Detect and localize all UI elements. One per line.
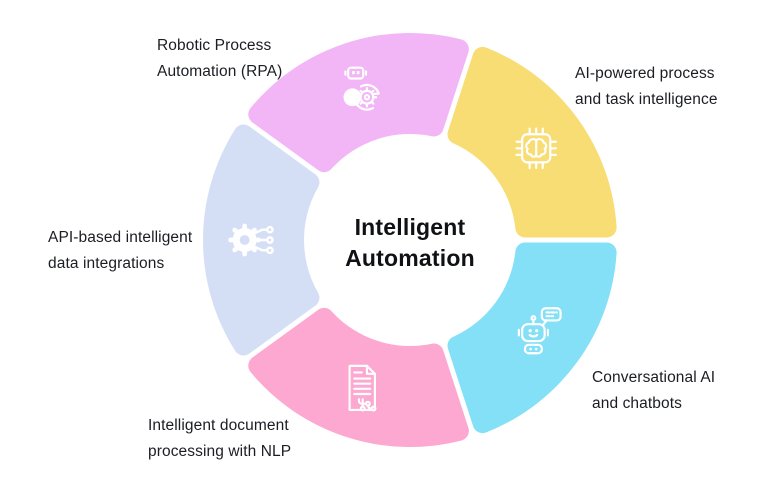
segment-label-ai-line2: and task intelligence bbox=[575, 91, 718, 108]
segment-ai-intelligence bbox=[447, 46, 617, 238]
segment-label-rpa: Robotic Process Automation (RPA) bbox=[157, 33, 282, 85]
center-title-line2: Automation bbox=[345, 245, 475, 271]
segment-document-processing bbox=[248, 307, 469, 448]
segment-conversational-ai bbox=[447, 242, 617, 434]
segment-label-ai-line1: AI-powered process bbox=[575, 65, 715, 82]
segment-label-chat-line1: Conversational AI bbox=[592, 369, 716, 386]
segment-label-rpa-line2: Automation (RPA) bbox=[157, 63, 283, 80]
segment-label-api-line2: data integrations bbox=[48, 255, 165, 272]
center-title-line1: Intelligent bbox=[354, 214, 466, 240]
segment-label-doc-line2: processing with NLP bbox=[148, 443, 292, 460]
segment-label-api-line1: API-based intelligent bbox=[48, 229, 193, 246]
center-title: Intelligent Automation bbox=[310, 212, 510, 274]
donut-segments bbox=[202, 32, 617, 448]
segment-label-ai-intelligence: AI-powered process and task intelligence bbox=[575, 61, 718, 113]
segment-label-conversational-ai: Conversational AI and chatbots bbox=[592, 365, 715, 417]
segment-label-rpa-line1: Robotic Process bbox=[157, 37, 272, 54]
api-gear-icon bbox=[231, 226, 273, 254]
segment-label-document-processing: Intelligent document processing with NLP bbox=[148, 413, 291, 465]
segment-label-doc-line1: Intelligent document bbox=[148, 417, 289, 434]
segment-label-api-integrations: API-based intelligent data integrations bbox=[48, 225, 192, 277]
segment-label-chat-line2: and chatbots bbox=[592, 395, 682, 412]
